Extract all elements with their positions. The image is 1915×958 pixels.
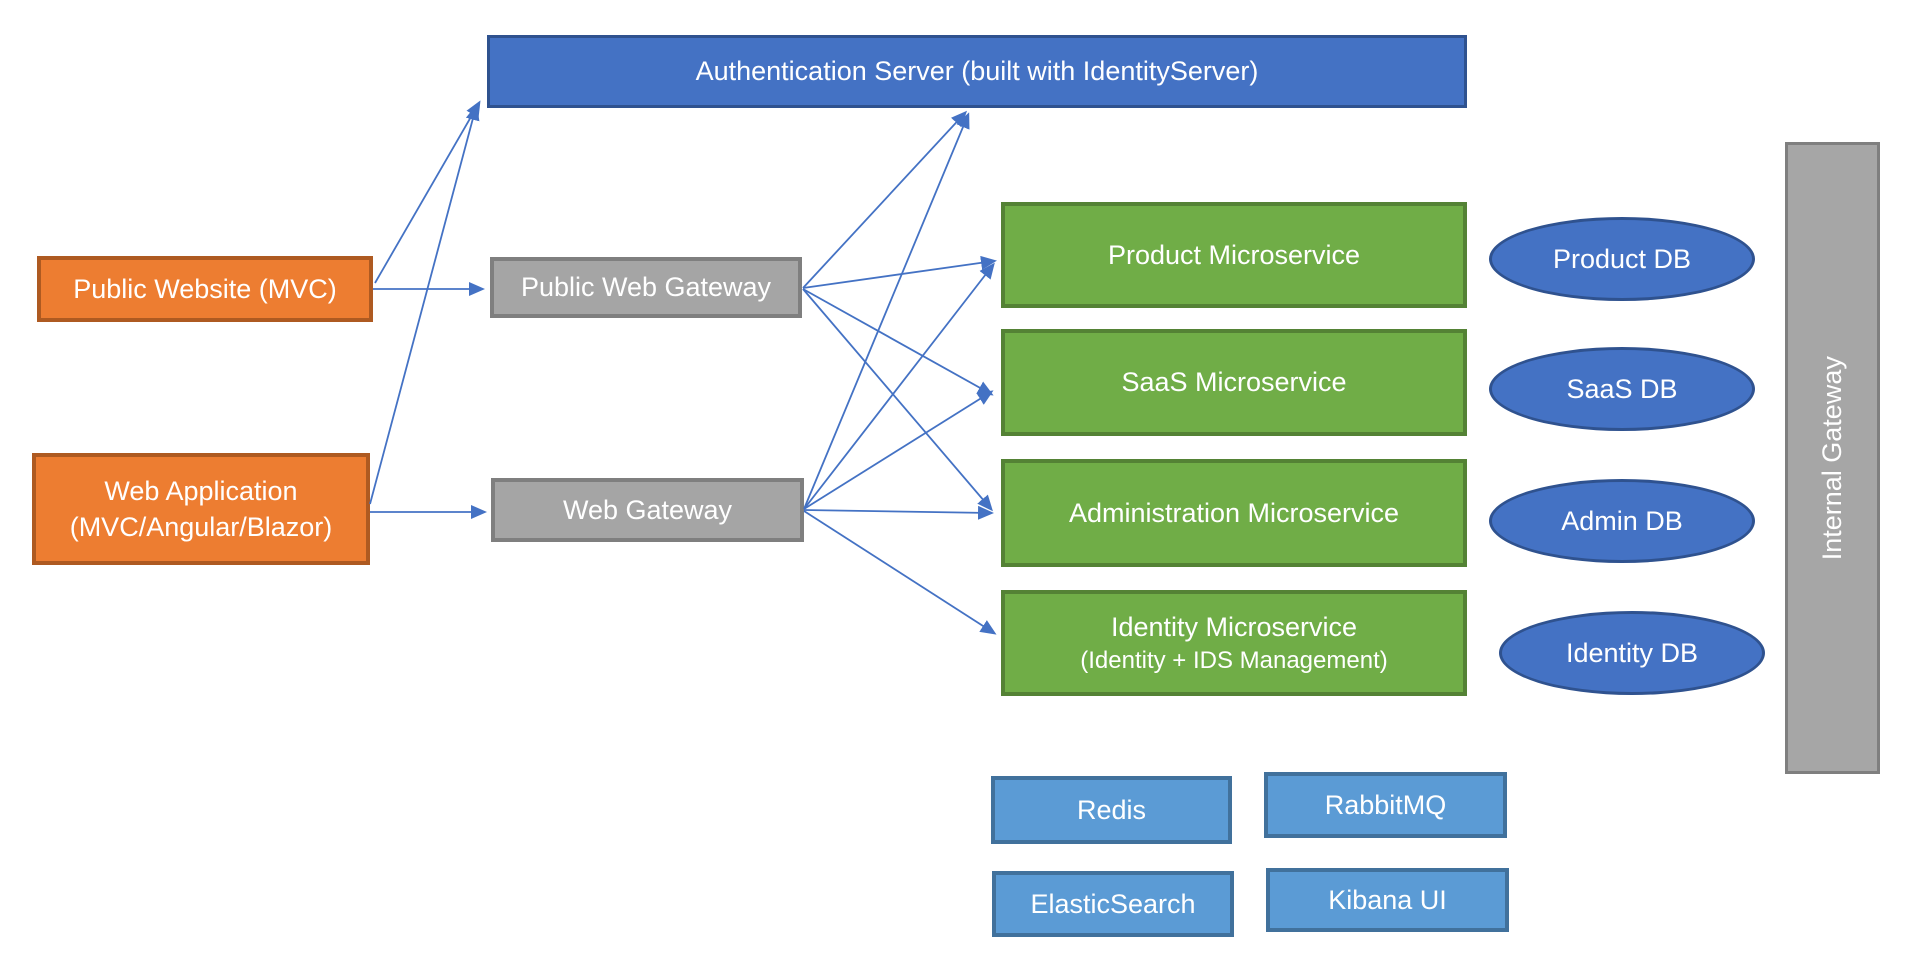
kibana-ui-label: Kibana UI xyxy=(1328,884,1447,915)
node-redis: Redis xyxy=(991,776,1232,844)
identity-microservice-label: Identity Microservice xyxy=(1110,611,1358,642)
edge-public-web-gateway-to-auth-server xyxy=(802,110,968,289)
redis-label: Redis xyxy=(1076,794,1147,825)
edge-web-gateway-to-product-microservice xyxy=(803,262,995,510)
node-authentication-server: Authentication Server (built with Identi… xyxy=(487,35,1467,108)
elasticsearch-label: ElasticSearch xyxy=(1030,888,1196,919)
internal-gateway-label: Internal Gateway xyxy=(1817,355,1848,561)
node-web-application: Web Application (MVC/Angular/Blazor) xyxy=(32,453,370,565)
public-website-label: Public Website (MVC) xyxy=(73,273,337,304)
rabbitmq-label: RabbitMQ xyxy=(1324,789,1447,820)
node-identity-microservice: Identity Microservice (Identity + IDS Ma… xyxy=(1001,590,1467,696)
public-web-gateway-label: Public Web Gateway xyxy=(520,272,772,303)
admin-db-label: Admin DB xyxy=(1561,505,1683,536)
node-identity-db: Identity DB xyxy=(1499,611,1765,695)
edge-web-gateway-to-administration-microservice xyxy=(803,505,994,520)
node-admin-db: Admin DB xyxy=(1489,479,1755,563)
web-application-label: Web Application xyxy=(104,475,298,506)
node-public-web-gateway: Public Web Gateway xyxy=(490,257,802,318)
edge-web-gateway-to-saas-microservice xyxy=(803,390,994,510)
identity-microservice-sublabel: (Identity + IDS Management) xyxy=(1080,647,1388,675)
edge-web-gateway-to-auth-server xyxy=(803,112,970,510)
node-kibana-ui: Kibana UI xyxy=(1266,868,1509,932)
node-public-website: Public Website (MVC) xyxy=(37,256,373,322)
saas-microservice-label: SaaS Microservice xyxy=(1121,367,1347,398)
authentication-server-label: Authentication Server (built with Identi… xyxy=(695,56,1259,87)
node-elasticsearch: ElasticSearch xyxy=(992,871,1234,937)
edge-public-web-gateway-to-saas-microservice xyxy=(802,288,994,396)
product-microservice-label: Product Microservice xyxy=(1107,239,1361,270)
edge-web-gateway-to-identity-microservice xyxy=(803,510,997,635)
edge-web-application-to-auth-server xyxy=(369,104,480,505)
saas-db-label: SaaS DB xyxy=(1566,373,1678,404)
edge-public-web-gateway-to-product-microservice xyxy=(802,255,997,289)
product-db-label: Product DB xyxy=(1552,243,1692,274)
node-product-microservice: Product Microservice xyxy=(1001,202,1467,308)
node-web-gateway: Web Gateway xyxy=(491,478,804,542)
node-product-db: Product DB xyxy=(1489,217,1755,301)
web-application-sublabel: (MVC/Angular/Blazor) xyxy=(69,512,333,542)
node-saas-db: SaaS DB xyxy=(1489,347,1755,431)
web-gateway-label: Web Gateway xyxy=(562,494,733,525)
edge-public-web-gateway-to-administration-microservice xyxy=(802,288,993,512)
node-rabbitmq: RabbitMQ xyxy=(1264,772,1507,838)
node-administration-microservice: Administration Microservice xyxy=(1001,459,1467,567)
identity-db-label: Identity DB xyxy=(1565,637,1699,668)
edge-public-website-to-auth-server xyxy=(374,100,481,284)
node-saas-microservice: SaaS Microservice xyxy=(1001,329,1467,436)
administration-microservice-label: Administration Microservice xyxy=(1068,497,1400,528)
node-internal-gateway: Internal Gateway xyxy=(1785,142,1880,774)
